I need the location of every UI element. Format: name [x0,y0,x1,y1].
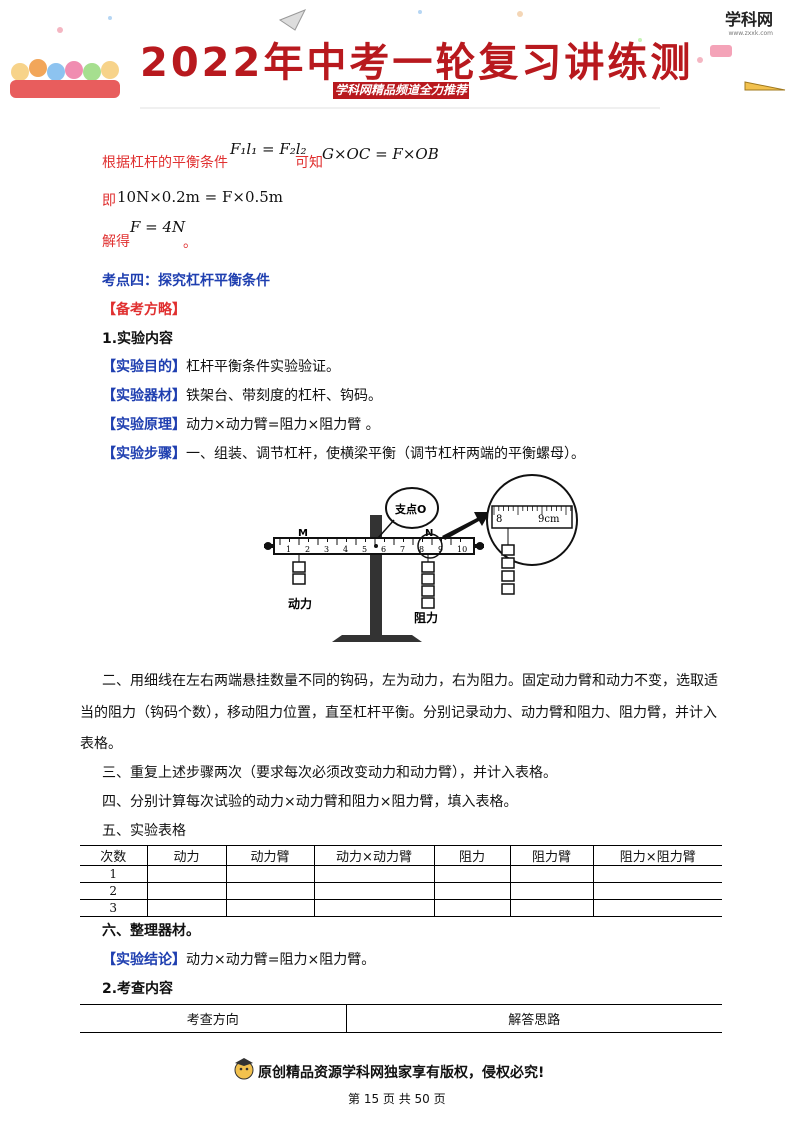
pivot-label: 支点O [394,502,426,516]
header-subtitle: 学科网精品频道全力推荐 [333,82,469,99]
steps-text-1: 一、组装、调节杠杆，使横梁平衡（调节杠杆两端的平衡螺母）。 [186,446,585,462]
stand-base [332,635,422,642]
conclusion-line: 【实验结论】动力×动力臂=阻力×阻力臂。 [102,949,375,969]
table-header-cell: 解答思路 [345,1004,722,1033]
zoom-circle-small [417,533,443,559]
steps-line: 【实验步骤】一、组装、调节杠杆，使横梁平衡（调节杠杆两端的平衡螺母）。 [102,443,585,463]
scale-label: 2 [305,545,310,554]
table-cell-index: 2 [80,882,147,900]
therefore-label: 可知 [295,155,323,171]
stand-post [370,515,382,635]
table-cell-index: 1 [80,865,147,883]
equipment-tag: 【实验器材】 [102,388,186,404]
zoom-label-9cm: 9cm [538,514,560,525]
section-title: 考点四：探究杠杆平衡条件 [102,273,270,289]
logo-url: www.zxxk.com [728,30,774,37]
conclusion-tag: 【实验结论】 [102,952,186,968]
scale-label: 3 [324,545,329,554]
table-header-row: 考查方向 解答思路 [80,1004,722,1033]
table-header-cell: 阻力 [433,845,510,866]
scale-label: 9 [438,545,443,554]
steps-text-6: 六、整理器材。 [102,923,200,939]
steps-text-2a: 二、用细线在左右两端悬挂数量不同的钩码，左为动力，右为阻力。固定动力臂和动力不变… [102,673,718,689]
heading-experiment-content: 1.实验内容 [102,331,174,347]
zoom-weights [501,528,515,595]
pivot-callout [385,487,439,529]
scale-label: 7 [400,545,405,554]
lever-scale: 1 2 3 4 5 6 7 8 9 10 [279,538,467,554]
scale-label: 10 [457,545,467,554]
substitution-prefix: 即 [102,193,116,209]
copyright-notice: 原创精品资源学科网独家享有版权，侵权必究! [258,1065,545,1081]
page-header: 2022年中考一轮复习讲练测 学科网精品频道全力推荐 学科网 www.zxxk.… [0,0,800,115]
table-header-cell: 动力臂 [225,845,314,866]
page-number: 第 15 页 共 50 页 [348,1092,446,1106]
table-header-cell: 动力×动力臂 [313,845,434,866]
table-cell-index: 3 [80,899,147,917]
solution-equation: F = 4N [130,218,186,236]
principle-tag: 【实验原理】 [102,417,186,433]
steps-text-4: 四、分别计算每次试验的动力×动力臂和阻力×阻力臂，填入表格。 [102,794,518,810]
effort-label: 动力 [288,596,312,611]
steps-text-2c: 表格。 [80,736,122,752]
solve-label: 解得 [102,234,130,250]
scale-label: 8 [419,545,424,554]
logo-text: 学科网 [725,10,774,29]
load-label: 阻力 [414,610,438,625]
table-header-row: 次数 动力 动力臂 动力×动力臂 阻力 阻力臂 阻力×阻力臂 [80,845,722,866]
table-header-cell: 动力 [146,845,226,866]
balance-condition-label: 根据杠杆的平衡条件 [102,155,228,171]
effort-weights [292,554,306,585]
load-weights [421,554,435,609]
principle-text: 动力×动力臂=阻力×阻力臂 。 [186,417,380,433]
steps-tag: 【实验步骤】 [102,446,186,462]
table-header-cell: 考查方向 [186,1013,239,1028]
heading-exam-content: 2.考查内容 [102,981,174,997]
balance-formula: F₁l₁ = F₂l₂ [230,140,307,158]
table-row: 1 [80,865,722,883]
steps-text-5: 五、实验表格 [102,823,186,839]
scale-label: 1 [286,545,291,554]
header-title: 2022年中考一轮复习讲练测 [140,40,694,86]
table-row: 3 [80,899,722,917]
site-logo[interactable]: 学科网 www.zxxk.com [725,6,773,37]
children-illustration [10,59,120,98]
zoom-label-8: 8 [496,514,502,525]
steps-text-2b: 当的阻力（钩码个数），移动阻力位置，直至杠杆平衡。分别记录动力、动力臂和阻力、阻… [80,705,717,721]
conclusion-text: 动力×动力臂=阻力×阻力臂。 [186,952,376,968]
pivot-point [374,544,378,548]
substitution-equation: 10N×0.2m = F×0.5m [117,188,284,206]
scale-label: 6 [381,545,386,554]
table-header-cell: 次数 [100,850,127,865]
table-header-cell: 阻力×阻力臂 [592,845,722,866]
purpose-line: 【实验目的】杠杆平衡条件实验验证。 [102,356,340,376]
scale-label: 5 [362,545,367,554]
point-m-label: M [298,528,308,539]
purpose-text: 杠杆平衡条件实验验证。 [186,359,340,375]
equipment-text: 铁架台、带刻度的杠杆、钩码。 [186,388,382,404]
equipment-line: 【实验器材】铁架台、带刻度的杠杆、钩码。 [102,385,382,405]
zoom-arrow [442,512,490,540]
experiment-table: 次数 动力 动力臂 动力×动力臂 阻力 阻力臂 阻力×阻力臂 1 2 3 [80,845,722,917]
solution-period: 。 [183,235,197,251]
principle-line: 【实验原理】动力×动力臂=阻力×阻力臂 。 [102,414,380,434]
exam-content-table: 考查方向 解答思路 [80,1004,722,1033]
moment-equation: G×OC = F×OB [322,145,439,163]
table-header-cell: 阻力臂 [509,845,593,866]
mascot-icon [234,1058,254,1080]
scale-label: 4 [343,545,348,554]
prep-title: 【备考方略】 [102,302,186,318]
purpose-tag: 【实验目的】 [102,359,186,375]
steps-text-3: 三、重复上述步骤两次（要求每次必须改变动力和动力臂），并计入表格。 [102,765,557,781]
table-row: 2 [80,882,722,900]
